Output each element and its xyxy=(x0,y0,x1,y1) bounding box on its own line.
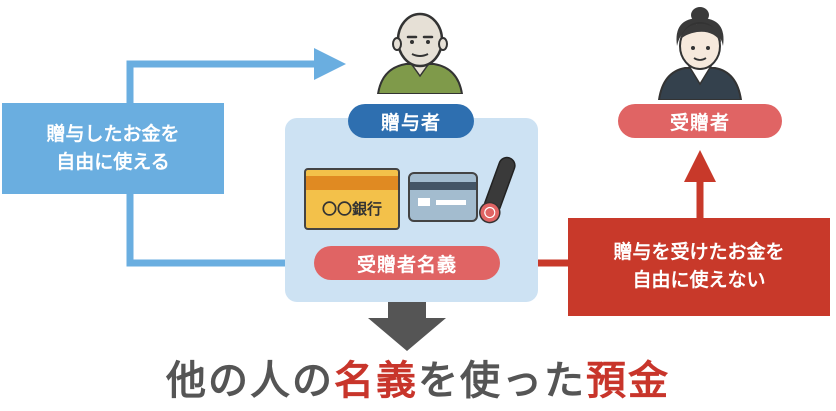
blue-flow-arrowhead xyxy=(314,48,346,80)
receiver-label: 受贈者 xyxy=(618,104,782,138)
woman-icon xyxy=(657,7,743,100)
card-chip xyxy=(418,198,430,206)
title-part-4: 預金 xyxy=(586,358,670,404)
title-part-3: を使った xyxy=(418,358,586,404)
red-note-line-2: 自由に使えない xyxy=(632,269,766,291)
giver-label: 贈与者 xyxy=(348,104,474,138)
bank-card-icon xyxy=(408,172,478,222)
title-part-1: 他の人の xyxy=(166,358,334,404)
down-arrow xyxy=(368,290,446,351)
seal-stamp-icon xyxy=(479,156,516,224)
passbook-text: 〇〇銀行 xyxy=(321,200,382,218)
card-stripe xyxy=(410,182,476,190)
elderly-man-icon xyxy=(376,12,464,94)
account-holder-label: 受贈者名義 xyxy=(314,246,500,280)
page-title: 他の人の名義を使った預金 xyxy=(0,348,836,406)
blue-note-box: 贈与したお金を 自由に使える xyxy=(2,103,224,194)
red-note-line-1: 贈与を受けたお金を xyxy=(613,241,785,264)
passbook-icon: 〇〇銀行 xyxy=(304,168,400,230)
passbook-stripe xyxy=(306,176,398,190)
blue-note-line-1: 贈与したお金を xyxy=(46,122,180,145)
blue-note-line-2: 自由に使える xyxy=(56,150,170,173)
title-part-2: 名義 xyxy=(334,358,418,404)
red-flow-arrowhead xyxy=(684,150,716,182)
card-line xyxy=(436,200,466,205)
red-note-box: 贈与を受けたお金を 自由に使えない xyxy=(568,218,830,316)
